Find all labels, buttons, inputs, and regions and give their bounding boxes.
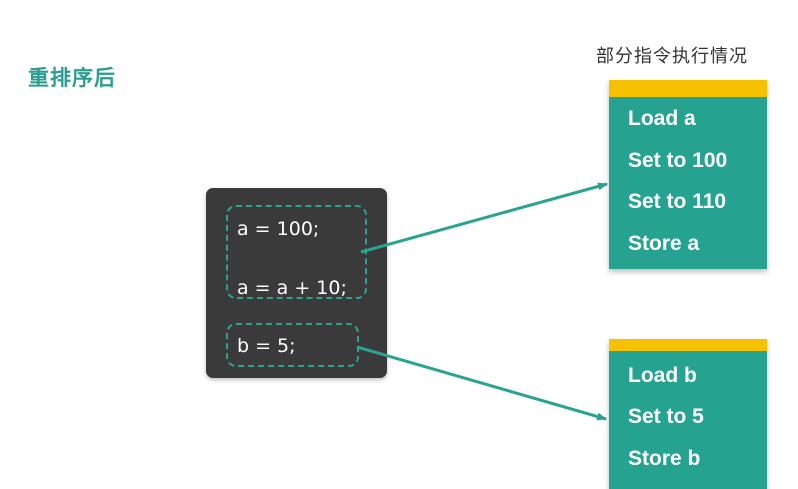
code-line-2: a = a + 10; [237,277,347,299]
instruction-box-a: Load a Set to 100 Set to 110 Store a [609,80,767,269]
instruction-box-a-bar [609,80,767,97]
instruction-box-b: Load b Set to 5 Store b [609,339,767,489]
code-line-3: b = 5; [237,335,296,357]
page-title: 重排序后 [28,66,116,90]
arrow-group-a [360,182,608,254]
instruction-load-a: Load a [628,107,696,130]
instruction-set-100: Set to 100 [628,149,728,172]
instruction-set-110: Set to 110 [628,190,727,213]
arrow-group-b [356,345,607,421]
instruction-store-a: Store a [628,232,700,255]
instruction-box-b-bar [609,339,767,351]
code-group-b [226,323,359,367]
instruction-store-b: Store b [628,447,701,470]
instruction-load-b: Load b [628,364,697,387]
code-panel: a = 100; a = a + 10; b = 5; [206,188,387,378]
instruction-set-5: Set to 5 [628,405,704,428]
arrows [356,182,608,421]
code-line-1: a = 100; [237,218,320,240]
instructions-heading: 部分指令执行情况 [596,46,748,67]
